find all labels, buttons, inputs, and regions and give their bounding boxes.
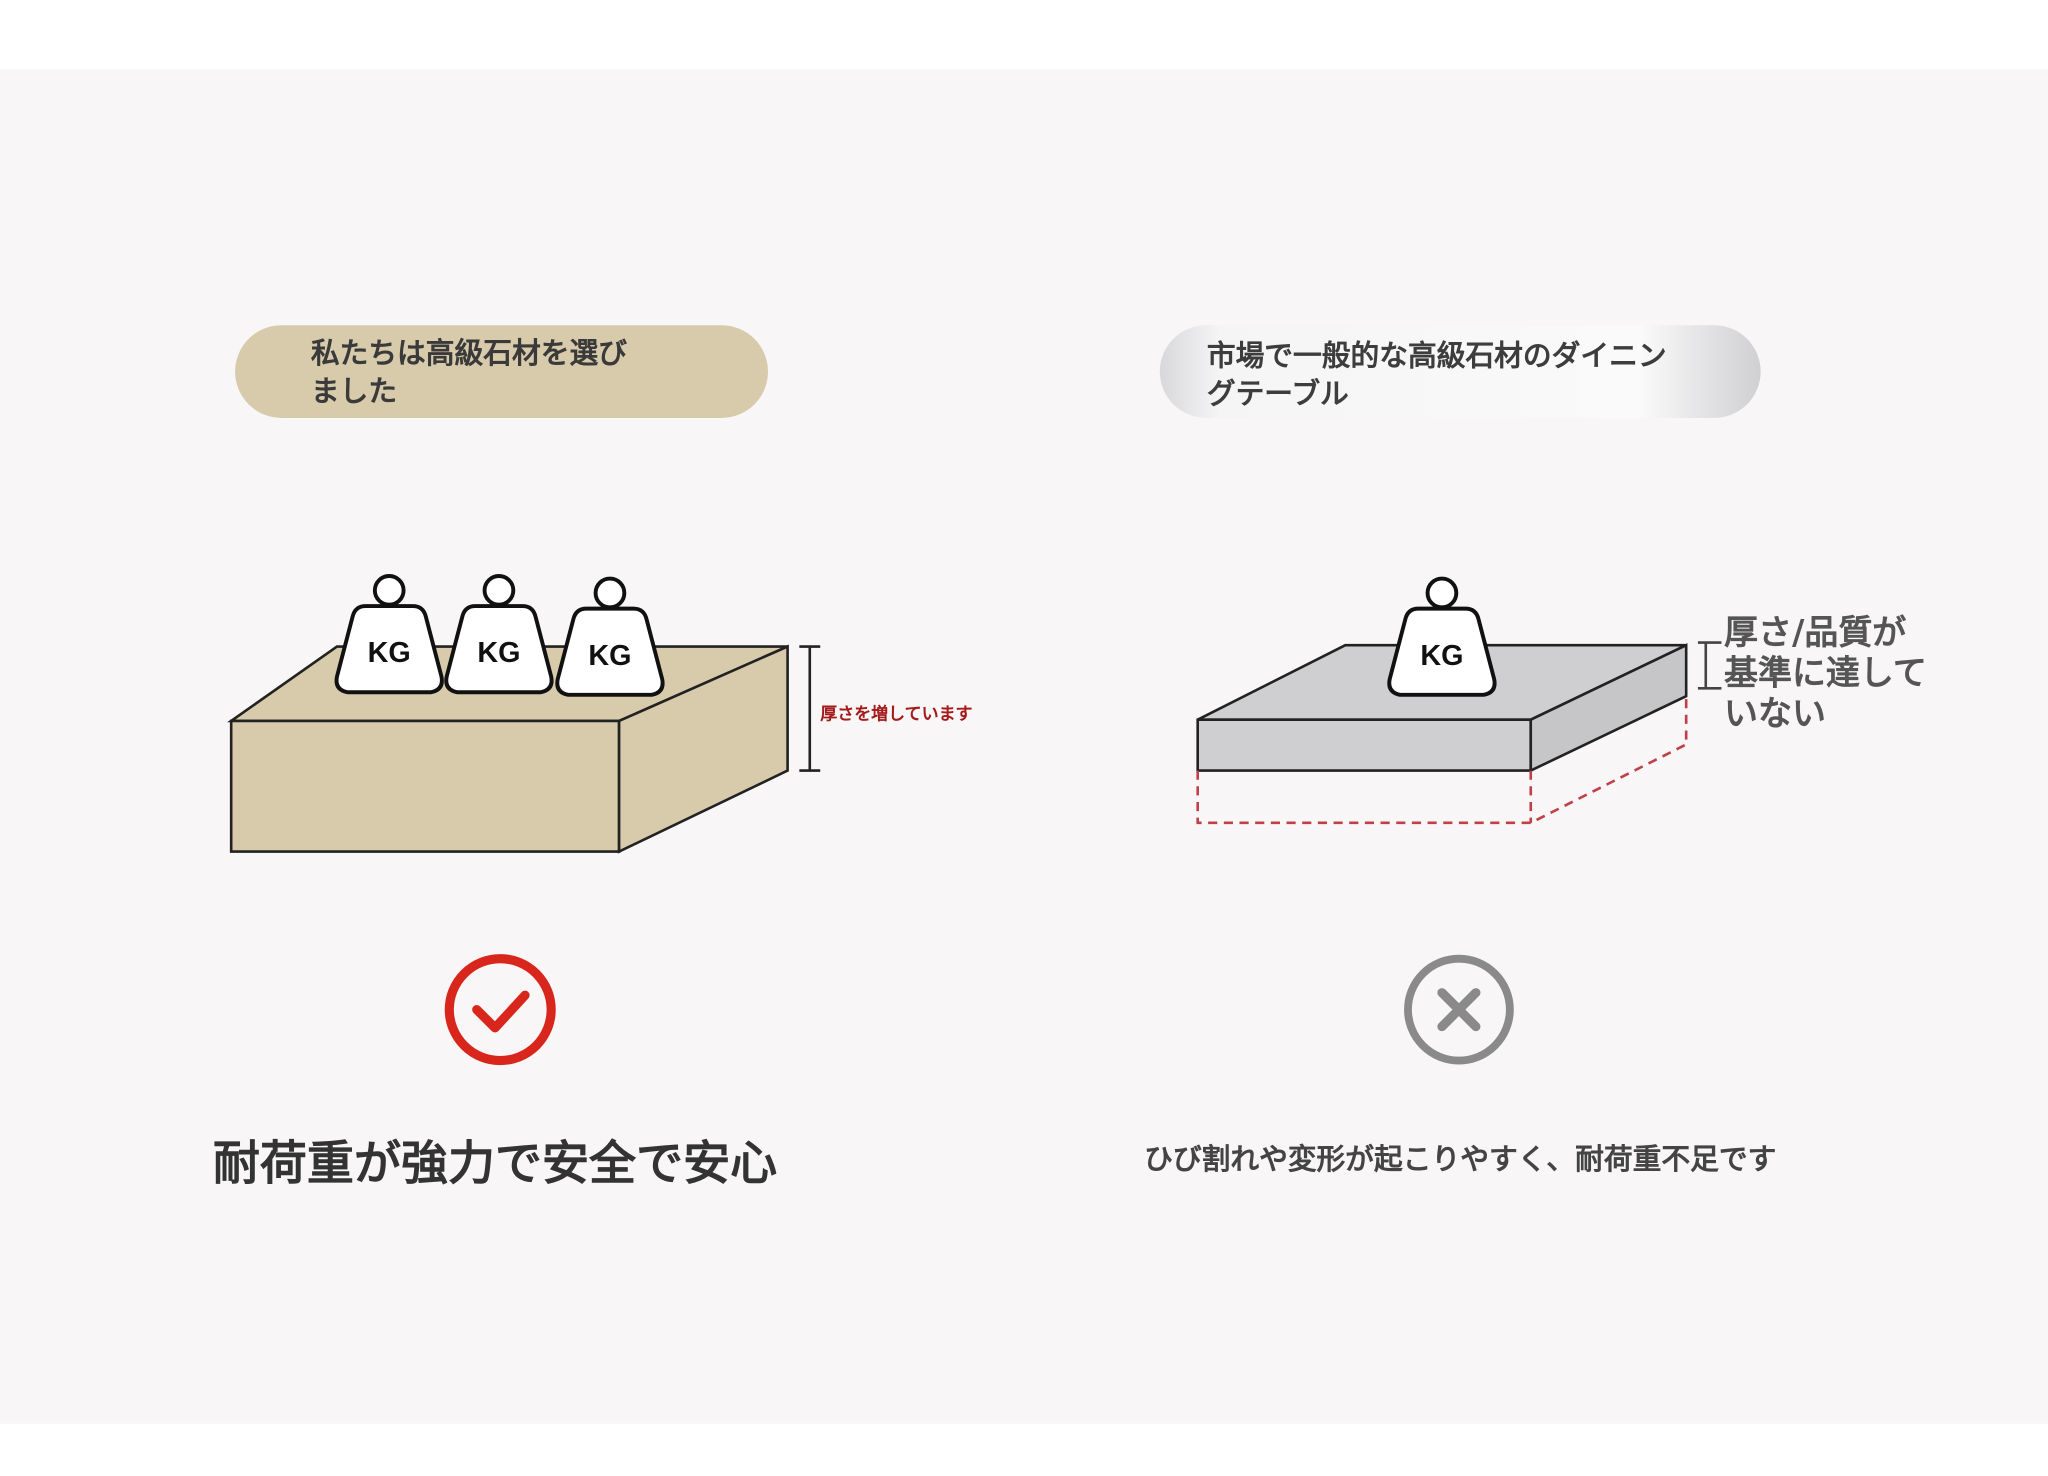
thickness-dimension-bar bbox=[799, 645, 821, 772]
check-circle-icon bbox=[444, 954, 556, 1066]
weight-icon bbox=[555, 576, 665, 697]
weight-icon bbox=[1387, 576, 1497, 697]
weight-icon bbox=[334, 574, 444, 695]
right-title-line2: グテーブル bbox=[1206, 378, 1349, 412]
quality-note-line2: 基準に達して bbox=[1724, 654, 1927, 694]
left-title-pill: 私たちは高級石材を選び ました bbox=[235, 325, 768, 418]
quality-note-line3: いない bbox=[1724, 694, 1826, 735]
thickness-dimension-bar bbox=[1697, 641, 1722, 690]
thickness-note: 厚さを増しています bbox=[820, 705, 973, 725]
weight-icon bbox=[444, 574, 554, 695]
right-caption: ひび割れや変形が起こりやすく、耐荷重不足です bbox=[1144, 1144, 1777, 1177]
quality-note: 厚さ/品質が 基準に達して いない bbox=[1724, 614, 1927, 735]
weight-label: KG bbox=[588, 640, 631, 672]
x-circle-icon bbox=[1404, 954, 1514, 1065]
right-title-line1: 市場で一般的な高級石材のダイニン bbox=[1206, 340, 1667, 374]
weight-label: KG bbox=[1420, 640, 1463, 672]
weight-label: KG bbox=[368, 637, 411, 669]
left-title-line1: 私たちは高級石材を選び bbox=[310, 338, 627, 371]
missing-thickness-outline bbox=[1196, 696, 1688, 825]
left-caption: 耐荷重が強力で安全で安心 bbox=[212, 1137, 778, 1192]
left-title-line2: ました bbox=[310, 376, 398, 409]
weight-label: KG bbox=[477, 637, 520, 669]
quality-note-line1: 厚さ/品質が bbox=[1724, 613, 1907, 654]
right-title-pill: 市場で一般的な高級石材のダイニン グテーブル bbox=[1159, 325, 1761, 418]
